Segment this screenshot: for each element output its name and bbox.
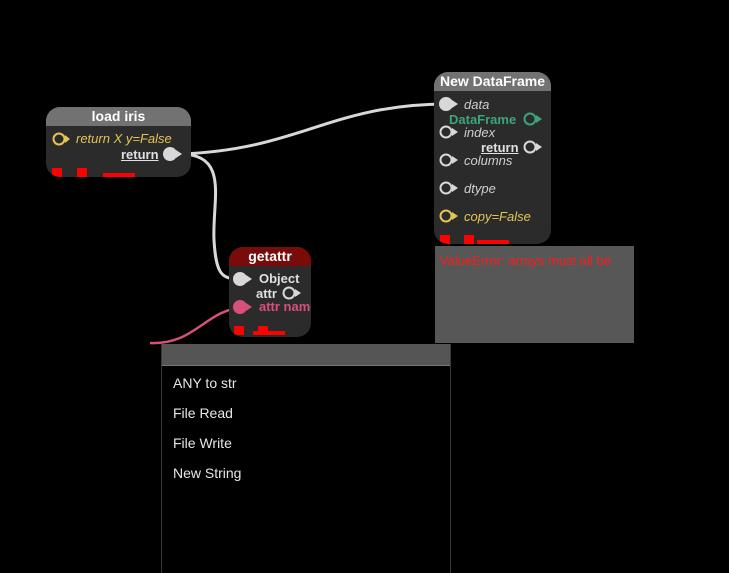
wire-loadiris-to-getattr xyxy=(179,152,241,281)
status-mark xyxy=(258,326,268,335)
status-mark xyxy=(77,168,87,177)
status-mark xyxy=(103,173,135,177)
status-mark xyxy=(52,168,62,177)
menu-item[interactable]: ANY to str xyxy=(173,375,237,391)
error-panel: ValueError: arrays must all be xyxy=(435,246,634,343)
input-object-label: Object xyxy=(259,271,300,286)
output-return-label: return xyxy=(121,147,159,162)
output-port-icon[interactable] xyxy=(522,139,544,155)
node-title[interactable]: load iris xyxy=(46,107,191,126)
status-mark xyxy=(234,326,244,335)
param-attr-name-label: attr name xyxy=(259,299,311,314)
menu-item[interactable]: File Write xyxy=(173,435,232,451)
node-new-dataframe[interactable]: New DataFrame data DataFrame index retur… xyxy=(434,72,551,244)
input-port-icon[interactable] xyxy=(232,271,254,287)
status-mark xyxy=(253,331,285,335)
input-columns-label: columns xyxy=(464,153,513,168)
node-search-menu: ANY to str File Read File Write New Stri… xyxy=(161,344,451,573)
search-input[interactable] xyxy=(162,344,450,366)
output-port-icon[interactable] xyxy=(522,111,544,127)
output-attr-label: attr xyxy=(256,286,277,301)
status-mark xyxy=(440,235,450,244)
input-port-icon[interactable] xyxy=(438,152,460,168)
param-return-xy: return X y=False xyxy=(76,131,172,146)
node-title[interactable]: getattr xyxy=(229,247,311,266)
input-port-icon[interactable] xyxy=(438,96,460,112)
error-message: ValueError: arrays must all be xyxy=(440,253,611,268)
node-title[interactable]: New DataFrame xyxy=(434,72,551,91)
input-index-label: index xyxy=(464,125,496,140)
input-data-label: data xyxy=(464,97,490,112)
output-dataframe-label: DataFrame xyxy=(449,112,517,127)
param-port-icon[interactable] xyxy=(52,132,72,146)
output-port-icon[interactable] xyxy=(281,285,303,301)
param-port-icon[interactable] xyxy=(232,299,254,315)
output-port-icon[interactable] xyxy=(162,146,184,162)
node-getattr[interactable]: getattr Object attr attr name xyxy=(229,247,311,337)
param-copy-label: copy=False xyxy=(464,209,531,224)
menu-item[interactable]: File Read xyxy=(173,405,233,421)
input-port-icon[interactable] xyxy=(438,124,460,140)
output-return-label: return xyxy=(481,140,519,155)
status-mark xyxy=(477,240,509,244)
input-dtype-label: dtype xyxy=(464,181,496,196)
input-port-icon[interactable] xyxy=(438,180,460,196)
menu-item[interactable]: New String xyxy=(173,465,242,481)
param-port-icon[interactable] xyxy=(438,208,460,224)
node-load-iris[interactable]: load iris return X y=False return xyxy=(46,107,191,177)
status-mark xyxy=(464,235,474,244)
wire-loadiris-to-dataframe xyxy=(179,102,449,156)
